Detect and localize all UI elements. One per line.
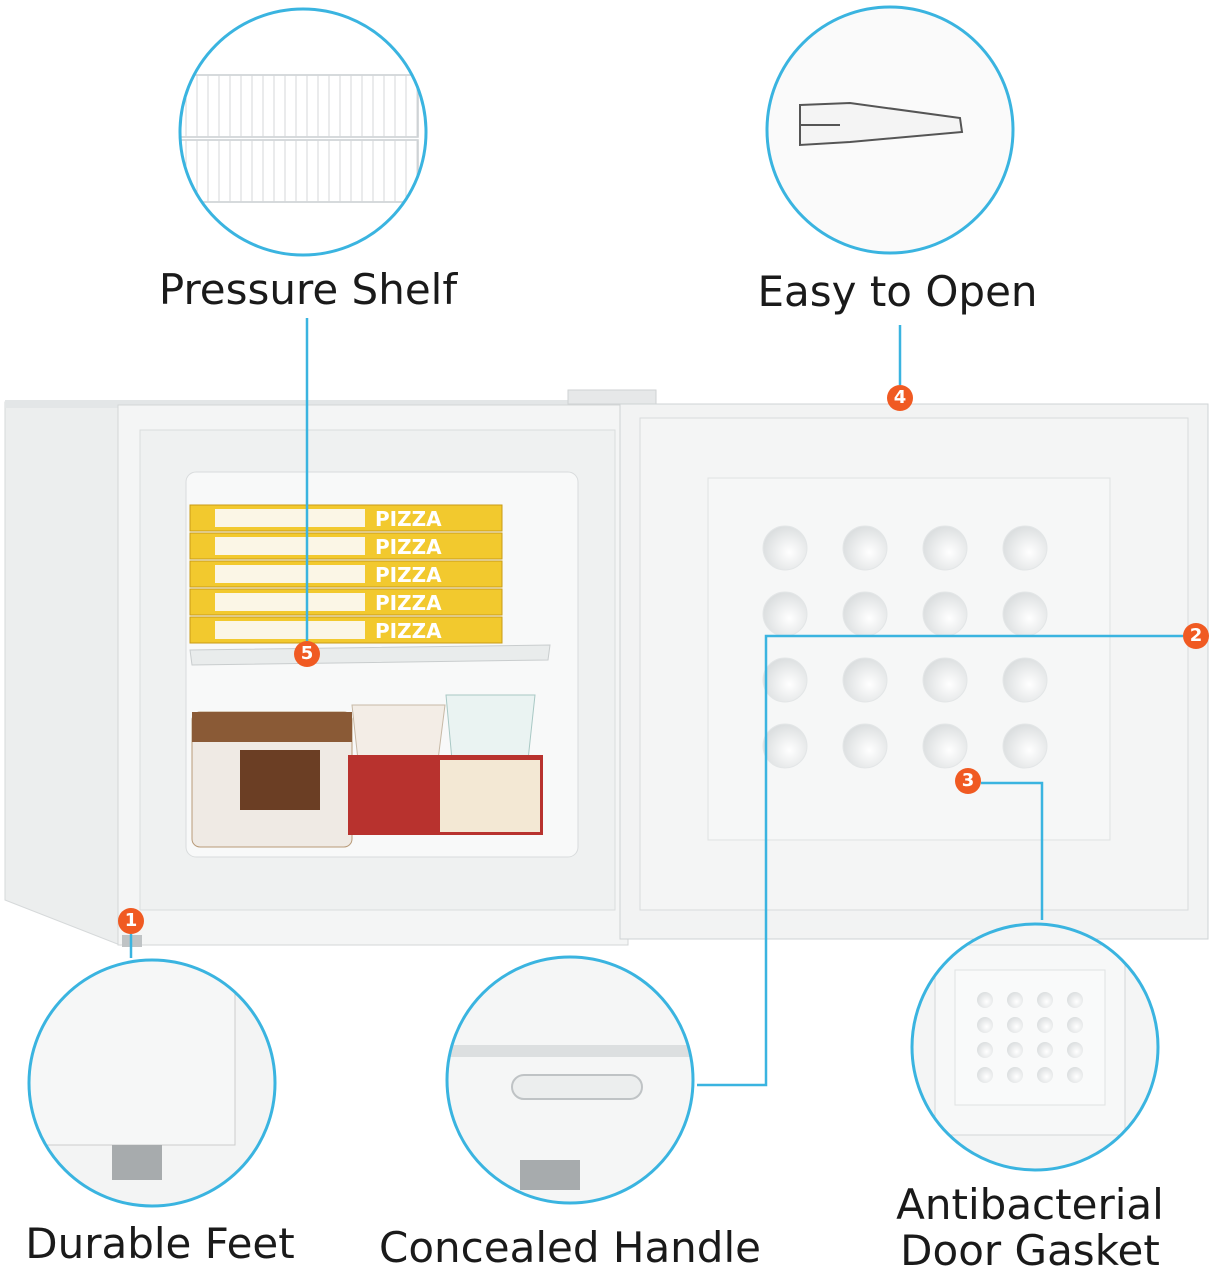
gasket-dimple bbox=[1007, 1067, 1023, 1083]
zoom-circle-feet bbox=[27, 958, 277, 1208]
zoom-circle-handle-top bbox=[765, 5, 1015, 255]
gasket-dimple bbox=[1067, 1017, 1083, 1033]
gasket-dimple bbox=[977, 1042, 993, 1058]
gasket-dimple bbox=[1037, 1017, 1053, 1033]
door-dimple bbox=[762, 591, 808, 637]
door-dimple bbox=[922, 657, 968, 703]
door-dimple bbox=[1002, 525, 1048, 571]
gasket-dimple bbox=[977, 1067, 993, 1083]
gasket-dimple bbox=[1007, 1017, 1023, 1033]
gasket-dimple bbox=[1067, 1042, 1083, 1058]
gasket-dimple bbox=[1037, 992, 1053, 1008]
pizza-box: PIZZA bbox=[189, 532, 503, 560]
marker-1: 1 bbox=[118, 908, 144, 934]
freezer-door bbox=[619, 403, 1209, 940]
pizza-box: PIZZA bbox=[189, 560, 503, 588]
freezer-cabinet bbox=[4, 389, 657, 947]
label-concealed-handle: Concealed Handle bbox=[379, 1223, 761, 1272]
gasket-dimple bbox=[1067, 992, 1083, 1008]
door-dimple bbox=[922, 525, 968, 571]
label-antibacterial-door-gasket: Antibacterial Door Gasket bbox=[896, 1180, 1164, 1275]
door-dimple bbox=[762, 525, 808, 571]
gasket-dimple bbox=[1007, 1042, 1023, 1058]
door-dimple bbox=[922, 591, 968, 637]
marker-5: 5 bbox=[294, 641, 320, 667]
gasket-dimple bbox=[1037, 1042, 1053, 1058]
marker-2: 2 bbox=[1183, 623, 1209, 649]
pizza-box: PIZZA bbox=[189, 504, 503, 532]
door-dimple bbox=[1002, 723, 1048, 769]
label-easy-to-open: Easy to Open bbox=[757, 267, 1038, 316]
door-dimple bbox=[842, 723, 888, 769]
door-dimple bbox=[762, 657, 808, 703]
pizza-box-text: PIZZA bbox=[375, 507, 442, 531]
door-dimple bbox=[842, 525, 888, 571]
zoom-circle-gasket bbox=[910, 922, 1160, 1172]
door-dimple bbox=[842, 657, 888, 703]
ice-cream-tubs bbox=[191, 694, 543, 848]
pizza-box-text: PIZZA bbox=[375, 563, 442, 587]
gasket-dimple bbox=[1067, 1067, 1083, 1083]
pizza-box-text: PIZZA bbox=[375, 619, 442, 643]
gasket-dimple bbox=[1037, 1067, 1053, 1083]
pizza-box: PIZZA bbox=[189, 588, 503, 616]
zoom-circle-pressure-shelf bbox=[178, 7, 428, 257]
gasket-dimple bbox=[977, 1017, 993, 1033]
door-dimple bbox=[1002, 657, 1048, 703]
door-dimple bbox=[762, 723, 808, 769]
label-pressure-shelf: Pressure Shelf bbox=[158, 265, 458, 314]
wire-shelf bbox=[189, 644, 551, 666]
label-durable-feet: Durable Feet bbox=[25, 1219, 295, 1268]
gasket-dimple bbox=[1007, 992, 1023, 1008]
gasket-dimple bbox=[977, 992, 993, 1008]
leader-lines bbox=[129, 318, 1183, 1087]
door-dimple bbox=[842, 591, 888, 637]
pizza-box-text: PIZZA bbox=[375, 535, 442, 559]
pizza-box: PIZZA bbox=[189, 616, 503, 644]
door-dimple bbox=[1002, 591, 1048, 637]
pizza-box-text: PIZZA bbox=[375, 591, 442, 615]
zoom-circle-concealed-handle bbox=[445, 955, 695, 1205]
pizza-boxes: PIZZA PIZZA PIZZA PIZZA PIZZA bbox=[189, 504, 503, 644]
marker-4: 4 bbox=[887, 385, 913, 411]
marker-3: 3 bbox=[955, 768, 981, 794]
door-dimple bbox=[922, 723, 968, 769]
